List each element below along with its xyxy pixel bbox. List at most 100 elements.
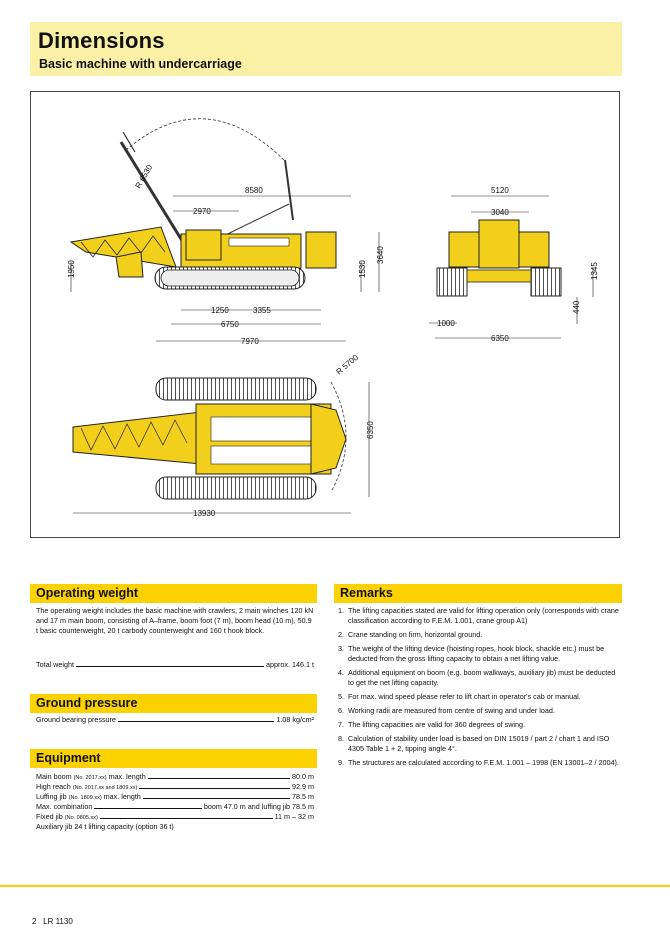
dim-1000: 1000 <box>437 319 455 328</box>
equipment-label: Fixed jib (No. 0805.xx) <box>36 812 98 823</box>
remark-number: 3. <box>338 644 344 653</box>
equipment-suffix: max. length <box>106 772 146 781</box>
remark-number: 2. <box>338 630 344 639</box>
equipment-note: (No. 2017.xx and 1809.xx) <box>72 785 138 791</box>
leader-line <box>147 773 291 779</box>
equipment-value: 92.9 m <box>292 782 314 791</box>
equipment-value: boom 47.0 m and luffing jib 78.5 m <box>203 802 314 811</box>
remark-item: 2. Crane standing on firm, horizontal gro… <box>338 630 620 640</box>
dim-1345: 1345 <box>590 262 599 280</box>
equipment-list: Main boom (No. 2017.xx) max. length 80.0 … <box>36 772 314 822</box>
total-weight-row: Total weight approx. 146.1 t <box>36 660 314 670</box>
equipment-value: 11 m – 32 m <box>274 812 314 821</box>
page-title: Dimensions <box>38 28 165 53</box>
equipment-label-text: High reach <box>36 782 73 791</box>
dim-1250: 1250 <box>211 306 229 315</box>
equipment-label: Main boom (No. 2017.xx) max. length <box>36 772 146 783</box>
leader-line <box>139 783 291 789</box>
dim-3040: 3040 <box>491 208 509 217</box>
ground-pressure-label: Ground bearing pressure <box>36 715 116 724</box>
page-subtitle: Basic machine with undercarriage <box>39 57 242 71</box>
remark-text: Calculation of stability under load is b… <box>348 734 610 753</box>
remark-text: Additional equipment on boom (e.g. boom … <box>348 668 616 687</box>
remark-text: The weight of the lifting device (hoisti… <box>348 644 605 663</box>
equipment-value: 80.0 m <box>292 772 314 781</box>
equipment-row: High reach (No. 2017.xx and 1809.xx) 92.9… <box>36 782 314 792</box>
remark-number: 7. <box>338 720 344 729</box>
side-view: R 6530 8580 2970 1950 1530 3640 1250 335… <box>67 118 385 346</box>
remark-text: Working radii are measured from centre o… <box>348 706 555 715</box>
equipment-header: Equipment <box>30 749 317 768</box>
dim-6350-plan: 6350 <box>366 421 375 439</box>
page-number: 2 <box>32 917 37 926</box>
dim-2970: 2970 <box>193 207 211 216</box>
remark-text: The lifting capacities stated are valid … <box>348 606 619 625</box>
leader-line <box>117 716 275 722</box>
total-weight-label: Total weight <box>36 660 74 669</box>
remark-text: For max. wind speed please refer to lift… <box>348 692 581 701</box>
equipment-heading: Equipment <box>36 751 101 765</box>
title-band: Dimensions Basic machine with undercarri… <box>30 22 622 76</box>
remark-item: 5. For max. wind speed please refer to li… <box>338 692 620 702</box>
dim-3355: 3355 <box>253 306 271 315</box>
equipment-row: Fixed jib (No. 0805.xx) 11 m – 32 m <box>36 812 314 822</box>
remark-item: 3. The weight of the lifting device (hois… <box>338 644 620 664</box>
leader-line <box>94 803 202 809</box>
leader-line <box>99 813 273 819</box>
remarks-header: Remarks <box>334 584 622 603</box>
dimension-drawing: R 6530 8580 2970 1950 1530 3640 1250 335… <box>30 91 620 538</box>
dim-13930: 13930 <box>193 509 216 518</box>
equipment-label: High reach (No. 2017.xx and 1809.xx) <box>36 782 137 793</box>
equipment-row: Luffing jib (No. 1809.xx) max. length 78.… <box>36 792 314 802</box>
dim-1950: 1950 <box>67 260 76 278</box>
remark-item: 6. Working radii are measured from centre… <box>338 706 620 716</box>
equipment-row: Main boom (No. 2017.xx) max. length 80.0 … <box>36 772 314 782</box>
dim-1530: 1530 <box>358 260 367 278</box>
model-name: LR 1130 <box>43 917 73 926</box>
dim-5120: 5120 <box>491 186 509 195</box>
dim-7970: 7970 <box>241 337 259 346</box>
ground-pressure-heading: Ground pressure <box>36 696 138 710</box>
dim-8580: 8580 <box>245 186 263 195</box>
remark-item: 9. The structures are calculated accordin… <box>338 758 620 768</box>
ground-pressure-value: 1.08 kg/cm² <box>276 715 314 724</box>
footer: 2 LR 1130 <box>32 917 73 926</box>
total-weight-value: approx. 146.1 t <box>266 660 314 669</box>
operating-weight-header: Operating weight <box>30 584 317 603</box>
equipment-label-text: Main boom <box>36 772 74 781</box>
leader-line <box>142 793 291 799</box>
remark-item: 7. The lifting capacities are valid for 3… <box>338 720 620 730</box>
auxiliary-jib-text: Auxiliary jib 24 t lifting capacity (opt… <box>36 822 174 831</box>
remark-number: 8. <box>338 734 344 743</box>
remark-item: 1. The lifting capacities stated are vali… <box>338 606 620 626</box>
remark-text: The lifting capacities are valid for 360… <box>348 720 525 729</box>
equipment-suffix: max. length <box>101 792 141 801</box>
leader-line <box>75 661 265 667</box>
dim-6350-front: 6350 <box>491 334 509 343</box>
remark-text: Crane standing on firm, horizontal groun… <box>348 630 483 639</box>
operating-weight-heading: Operating weight <box>36 586 139 600</box>
front-view: 5120 3040 1345 440 1000 6350 <box>429 186 599 343</box>
equipment-note: (No. 2017.xx) <box>73 775 107 781</box>
ground-pressure-header: Ground pressure <box>30 694 317 713</box>
equipment-note: (No. 0805.xx) <box>64 815 98 821</box>
dimension-drawing-svg: R 6530 8580 2970 1950 1530 3640 1250 335… <box>67 118 599 518</box>
equipment-label: Luffing jib (No. 1809.xx) max. length <box>36 792 141 803</box>
remarks-list: 1. The lifting capacities stated are vali… <box>338 606 620 772</box>
remark-item: 8. Calculation of stability under load is… <box>338 734 620 754</box>
equipment-label-text: Luffing jib <box>36 792 69 801</box>
equipment-value: 78.5 m <box>292 792 314 801</box>
remark-number: 6. <box>338 706 344 715</box>
dim-6750: 6750 <box>221 320 239 329</box>
dim-r5700: R 5700 <box>334 353 360 377</box>
equipment-note: (No. 1809.xx) <box>68 795 102 801</box>
remark-number: 5. <box>338 692 344 701</box>
operating-weight-text: The operating weight includes the basic … <box>36 606 314 635</box>
remark-number: 4. <box>338 668 344 677</box>
remark-number: 1. <box>338 606 344 615</box>
dim-3640: 3640 <box>376 246 385 264</box>
dim-440: 440 <box>572 300 581 314</box>
remark-text: The structures are calculated according … <box>348 758 619 767</box>
remark-number: 9. <box>338 758 344 767</box>
